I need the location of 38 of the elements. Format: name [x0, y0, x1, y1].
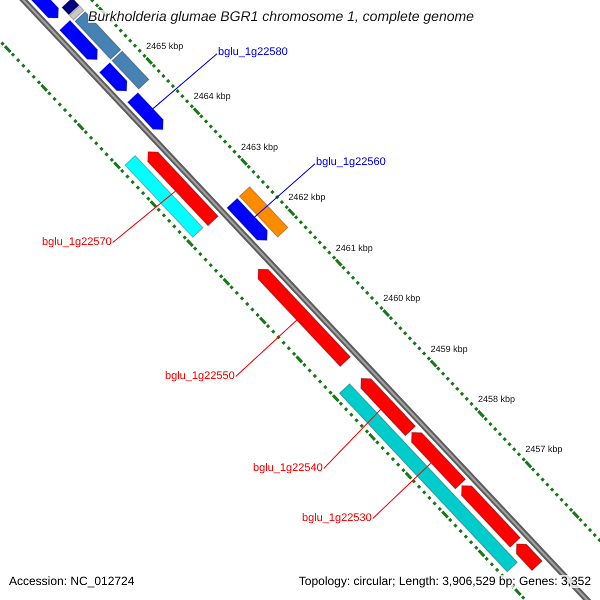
- gene-label: bglu_1g22550: [165, 370, 235, 383]
- gene-feature: [124, 154, 204, 238]
- gene-feature: [461, 485, 521, 548]
- scale-label: 2460 kbp: [383, 292, 420, 306]
- scale-label: 2462 kbp: [288, 191, 326, 204]
- genome-stats-text: Topology: circular; Length: 3,906,529 bp; Genes: 3,352: [298, 575, 591, 588]
- gene-label: bglu_1g22580: [218, 46, 288, 59]
- scale-label: 2465 kbp: [146, 40, 184, 53]
- gene-feature: [516, 543, 543, 572]
- scale-label: 2458 kbp: [478, 393, 516, 406]
- gene-feature: [238, 186, 289, 238]
- scale-label: 2461 kbp: [336, 242, 373, 255]
- gene-feature: [360, 378, 416, 436]
- gene-label: bglu_1g22570: [42, 236, 112, 249]
- gene-label: bglu_1g22540: [253, 462, 323, 475]
- gene-feature: [98, 62, 128, 92]
- gene-feature: [147, 151, 219, 226]
- gene-feature: [258, 268, 352, 368]
- leader-line: [112, 190, 176, 243]
- gene-feature: [226, 198, 268, 241]
- gene-feature: [59, 20, 98, 60]
- scale-label: 2463 kbp: [240, 140, 278, 154]
- leader-line: [323, 408, 382, 469]
- leader-line: [235, 320, 298, 377]
- scale-label: 2464 kbp: [194, 90, 231, 104]
- scale-label: 2459 kbp: [430, 342, 468, 356]
- accession-text: Accession: NC_012724: [9, 575, 134, 588]
- gene-feature: [411, 432, 466, 490]
- gene-label: bglu_1g22530: [302, 512, 372, 525]
- scale-label: 2457 kbp: [525, 443, 562, 456]
- gene-feature: [111, 50, 150, 90]
- gene-label: bglu_1g22560: [316, 156, 386, 169]
- gene-feature: [61, 0, 80, 16]
- gene-feature: [127, 92, 164, 130]
- title: Burkholderia glumae BGR1 chromosome 1, complete genome: [88, 10, 474, 23]
- leader-line: [152, 53, 218, 110]
- leader-line: [254, 163, 316, 218]
- leader-line: [372, 462, 432, 519]
